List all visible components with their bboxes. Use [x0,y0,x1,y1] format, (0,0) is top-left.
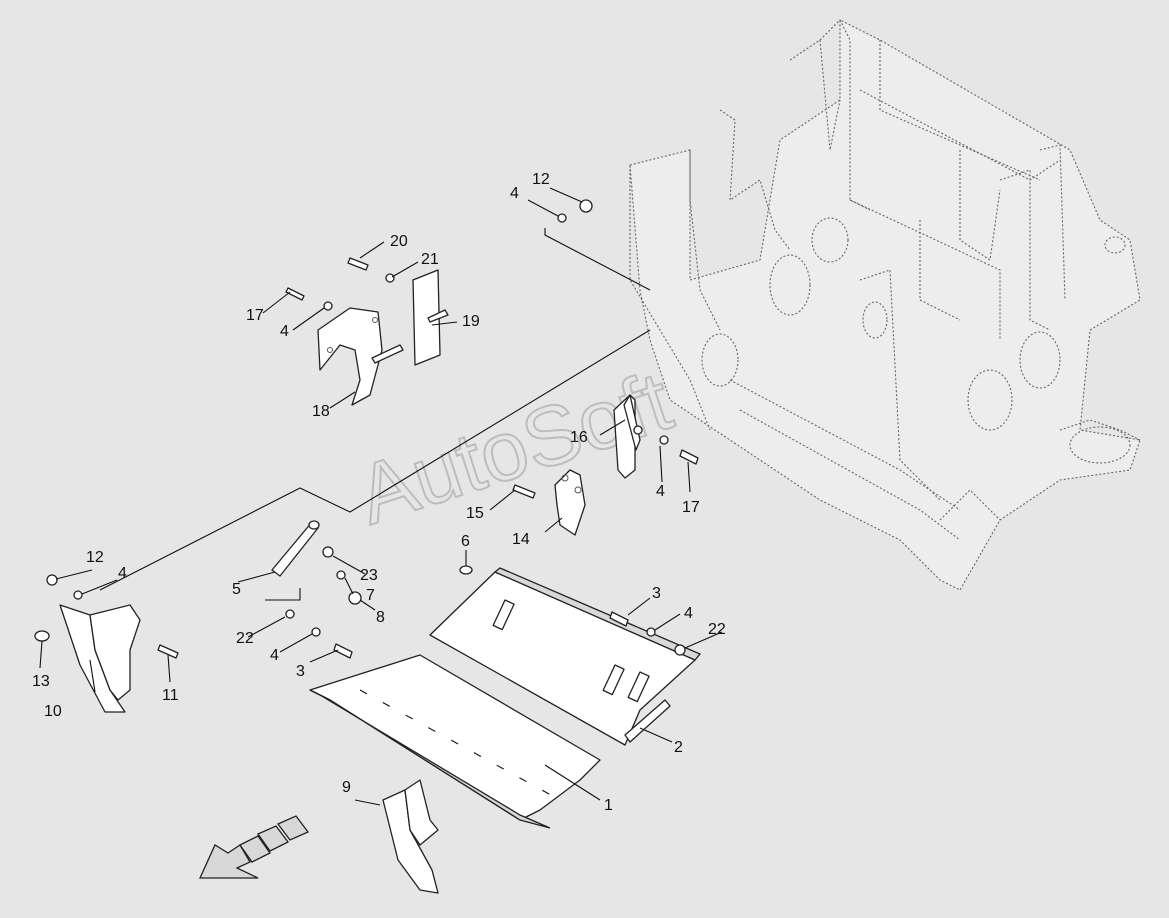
nut-12-left [46,574,58,586]
callout-4-upper: 4 [280,323,289,340]
callout-19: 19 [462,313,480,330]
hardware [34,199,699,659]
part-16-bracket [613,394,641,479]
callout-14: 14 [512,531,530,548]
callout-23: 23 [360,567,378,584]
callout-13: 13 [32,673,50,690]
callout-17-right: 17 [682,499,700,516]
callout-8: 8 [376,609,385,626]
part-1-plate [309,654,601,829]
bolt-3-right [609,611,629,627]
bolt-3-left [333,643,353,659]
callout-4-right-lower: 4 [684,605,693,622]
callout-12-top: 12 [532,171,550,188]
bolt-15 [512,484,536,499]
callout-4-center: 4 [270,647,279,664]
washer-4-upper [323,301,333,311]
direction-arrow [198,815,310,879]
bolt-6 [459,565,473,575]
callout-15: 15 [466,505,484,522]
bolt-20 [347,257,369,271]
callout-10: 10 [44,703,62,720]
callout-1: 1 [604,797,613,814]
bolt-17-right [679,449,699,465]
callout-leaders [39,187,723,806]
callout-7: 7 [366,587,375,604]
callout-4-top: 4 [510,185,519,202]
callout-22-right: 22 [708,621,726,638]
callout-16: 16 [570,429,588,446]
washer-7 [336,570,346,580]
callout-17-upper: 17 [246,307,264,324]
callout-5: 5 [232,581,241,598]
part-2-plate [429,567,702,746]
part-14-bracket [554,469,586,536]
part-9-shield [382,779,439,894]
washer-22-right [674,644,686,656]
washer-4-right-b [659,435,669,445]
washer-4-top [557,213,567,223]
callout-11: 11 [162,687,179,704]
callout-12-left: 12 [86,549,104,566]
callout-6: 6 [461,533,470,550]
part-10-shield [59,604,141,713]
washer-4-lower-right [646,627,656,637]
washer-23 [322,546,334,558]
part-5-rod [271,520,320,577]
washer-4-right [633,425,643,435]
chassis-frame [629,19,1141,591]
callout-4-right: 4 [656,483,665,500]
bolt-11 [157,644,179,659]
washer-4-left [73,590,83,600]
callout-9: 9 [342,779,351,796]
callout-3-right: 3 [652,585,661,602]
washer-22-left [285,609,295,619]
nut-12-top [579,199,593,213]
assembly-lines [99,228,651,601]
washer-21 [385,273,395,283]
callout-labels: 1 2 3 3 4 4 4 4 4 4 5 6 7 8 9 10 11 12 1… [32,171,726,814]
callout-2: 2 [674,739,683,756]
bolt-17-upper [285,287,305,301]
part-18-plate [317,307,404,406]
callout-3-left: 3 [296,663,305,680]
callout-20: 20 [390,233,408,250]
nut-8 [348,591,362,605]
part-19-plate [412,269,449,366]
callout-22-left: 22 [236,630,254,647]
callout-4-left: 4 [118,565,127,582]
washer-4-center [311,627,321,637]
callout-18: 18 [312,403,330,420]
callout-21: 21 [421,251,439,268]
rivet-13 [34,630,50,642]
